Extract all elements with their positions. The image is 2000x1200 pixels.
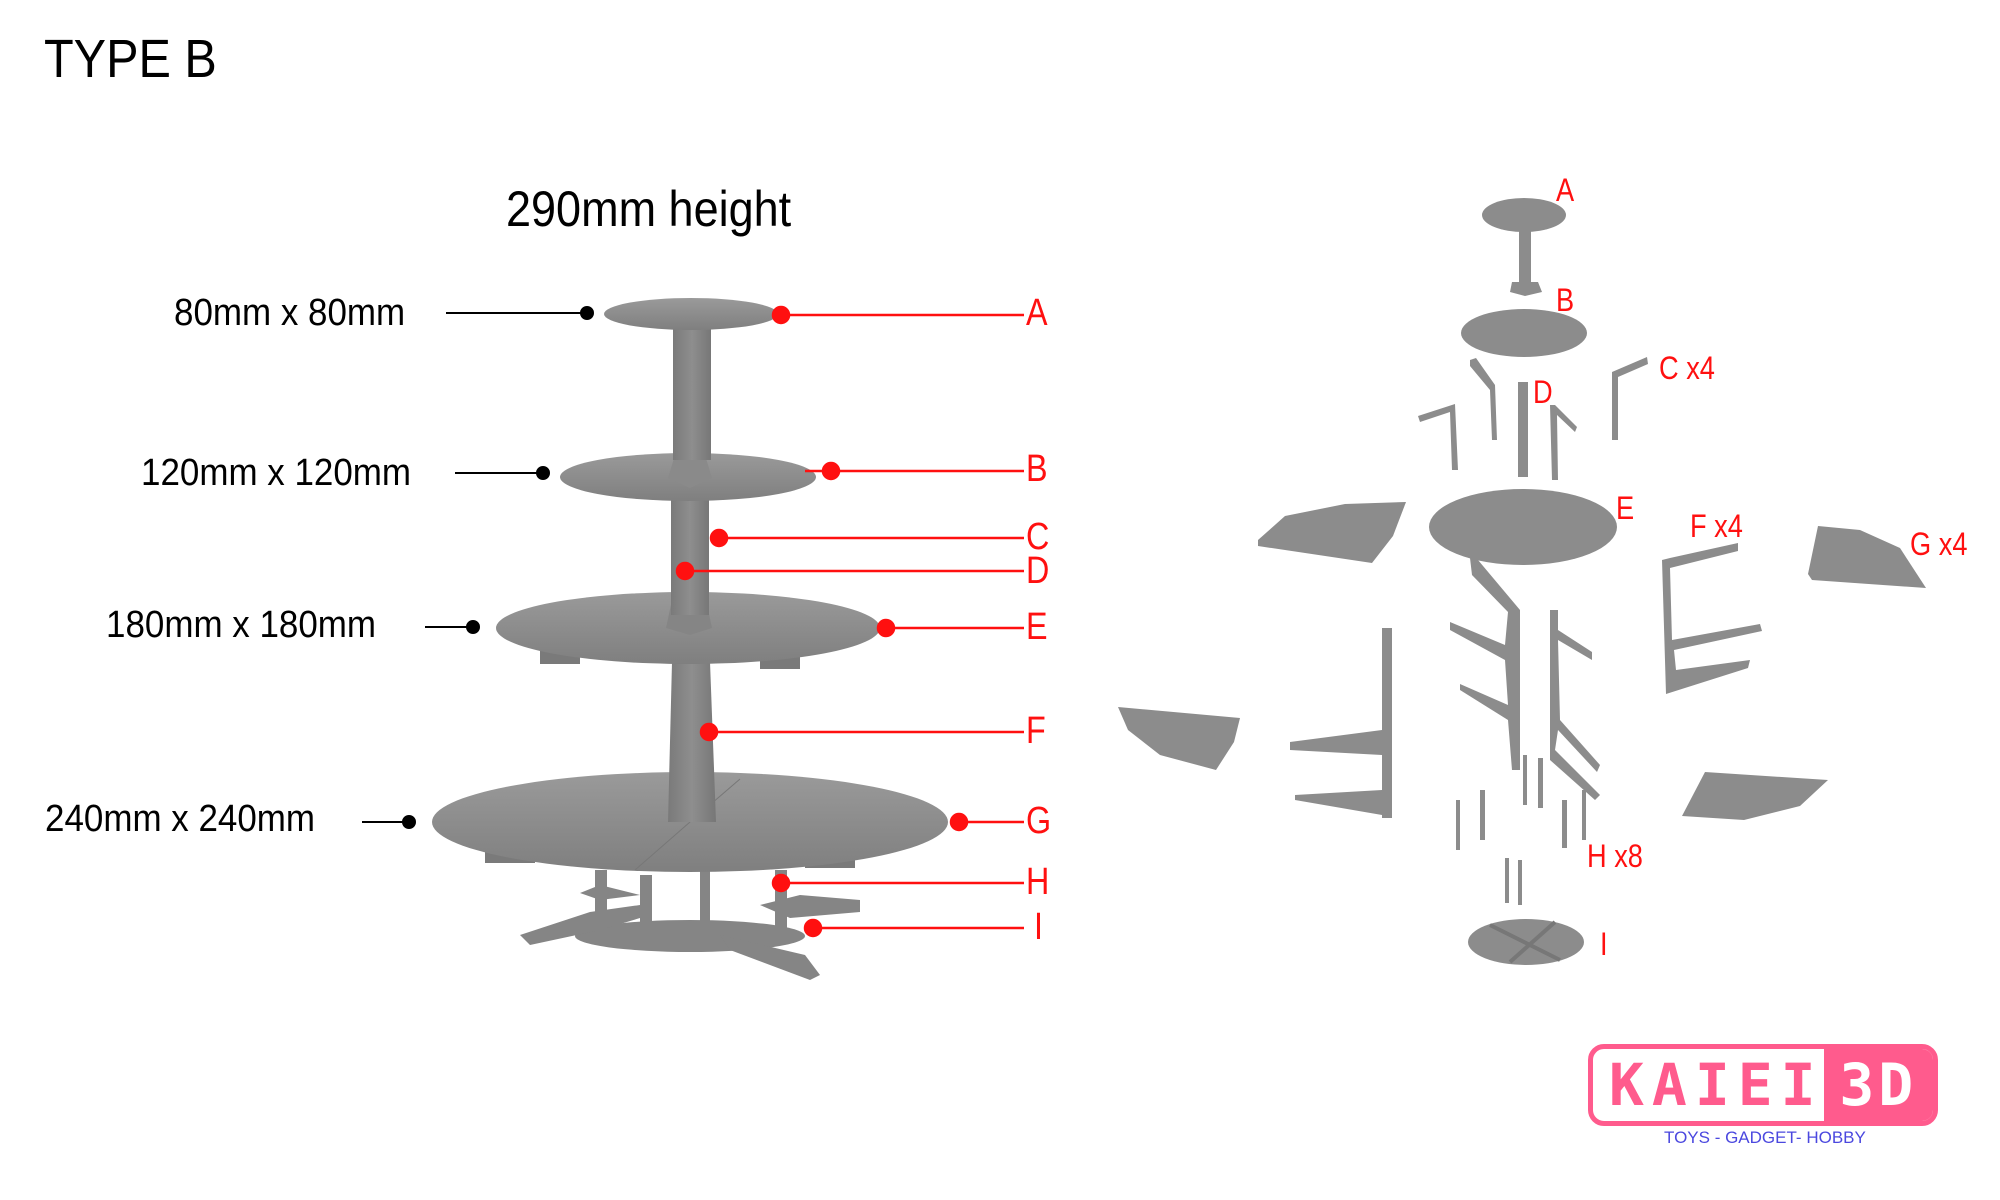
exploded-part-D <box>1518 382 1528 477</box>
exploded-parts-H <box>1456 755 1586 905</box>
part-label-H: H <box>1026 861 1050 903</box>
logo-wordmark: KAIEI <box>1609 1051 1824 1119</box>
exploded-part-E <box>1429 489 1617 565</box>
exploded-label-F: F x4 <box>1690 508 1743 544</box>
dimension-label-G: 240mm x 240mm <box>45 798 316 840</box>
height-caption: 290mm height <box>506 181 792 237</box>
exploded-part-I <box>1468 919 1584 965</box>
exploded-label-H: H x8 <box>1587 838 1643 874</box>
part-label-D: D <box>1026 550 1050 592</box>
base-part-I <box>520 870 860 980</box>
exploded-part-A <box>1482 198 1566 296</box>
dimension-label-B: 120mm x 120mm <box>141 452 412 494</box>
exploded-label-C: C x4 <box>1659 350 1715 386</box>
exploded-parts-G <box>1118 502 1926 820</box>
tier-disc-A <box>604 298 778 330</box>
part-label-C: C <box>1026 516 1050 558</box>
exploded-label-I: I <box>1600 926 1608 962</box>
dimension-label-A: 80mm x 80mm <box>174 292 406 334</box>
part-label-F: F <box>1026 710 1046 752</box>
exploded-label-A: A <box>1556 172 1575 208</box>
dimension-label-E: 180mm x 180mm <box>106 604 377 646</box>
exploded-label-B: B <box>1556 282 1575 318</box>
part-label-E: E <box>1026 606 1048 648</box>
part-label-A: A <box>1026 292 1048 334</box>
part-label-G: G <box>1026 800 1052 842</box>
exploded-label-E: E <box>1616 490 1635 526</box>
part-leaders <box>675 305 1024 938</box>
page-title: TYPE B <box>44 29 217 89</box>
logo-tagline: TOYS - GADGET- HOBBY <box>1664 1128 1866 1147</box>
stem-part-D <box>671 490 709 615</box>
exploded-label-G: G x4 <box>1910 526 1968 562</box>
exploded-parts-C <box>1418 357 1648 480</box>
dimension-leaders <box>362 306 594 829</box>
exploded-parts-F <box>1290 543 1762 818</box>
part-label-B: B <box>1026 448 1048 490</box>
part-label-I: I <box>1034 906 1043 948</box>
stem-part-F <box>668 662 716 822</box>
logo-3d-badge: 3D <box>1823 1049 1933 1121</box>
stem-part-A <box>673 320 711 460</box>
tier-disc-B <box>560 453 816 501</box>
exploded-label-D: D <box>1533 374 1553 410</box>
brand-logo: KAIEI 3D <box>1588 1044 1938 1126</box>
exploded-part-B <box>1461 309 1587 357</box>
